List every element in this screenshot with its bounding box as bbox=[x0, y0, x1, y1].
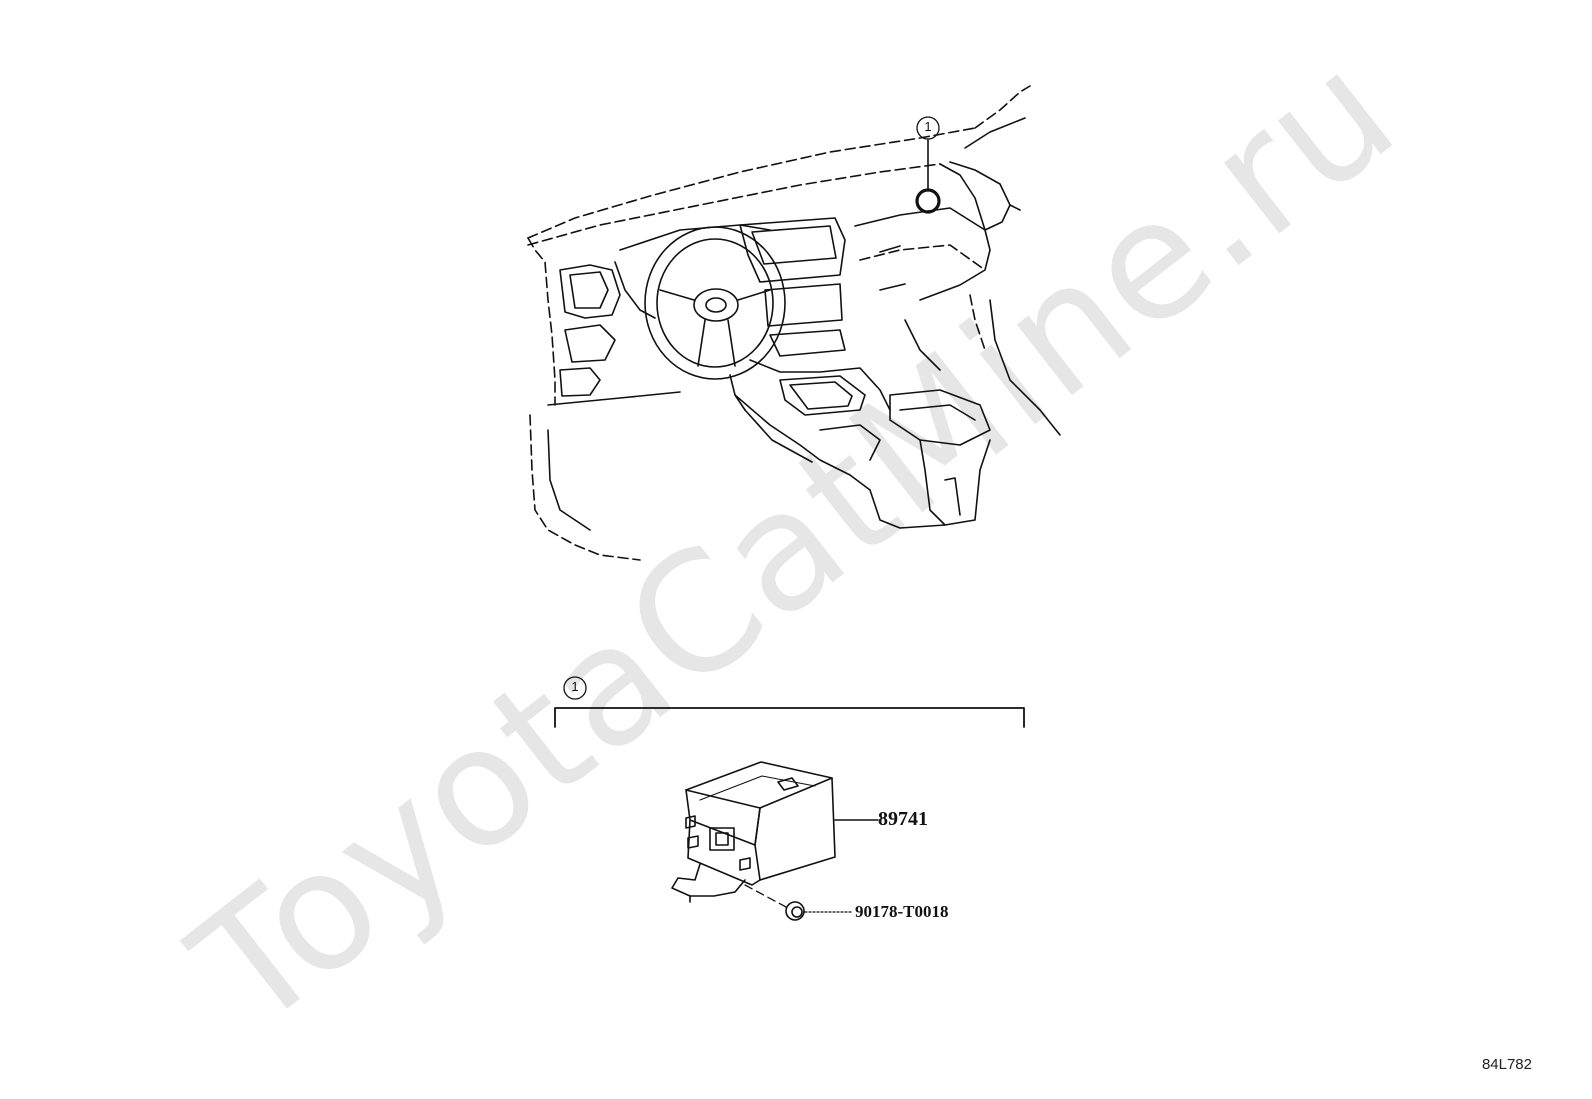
callout-number-assembly: 1 bbox=[571, 679, 579, 694]
part-number-90178-t0018[interactable]: 90178-T0018 bbox=[855, 902, 949, 921]
dashboard-illustration bbox=[527, 85, 1061, 561]
callout-number-dashboard: 1 bbox=[924, 119, 932, 134]
part-number-89741[interactable]: 89741 bbox=[878, 808, 928, 830]
illustration-reference-code: 84L782 bbox=[1481, 1056, 1532, 1073]
module-89741-drawing bbox=[671, 761, 879, 921]
assembly-bracket bbox=[554, 676, 1025, 728]
